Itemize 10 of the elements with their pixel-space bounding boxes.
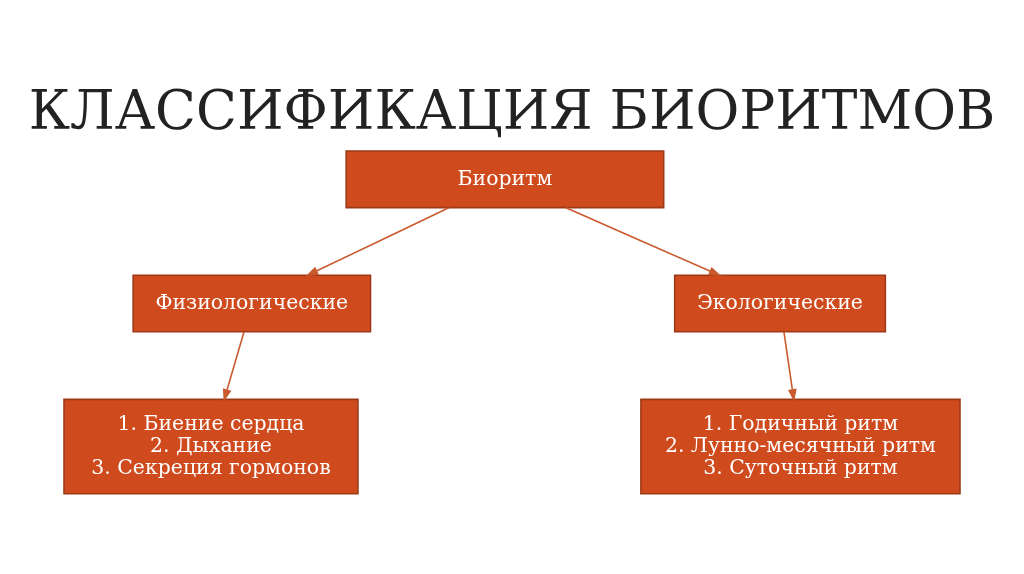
arrow [783, 331, 797, 402]
diagram-title: КЛАССИФИКАЦИЯ БИОРИТМОВ [28, 79, 996, 143]
arrow [222, 331, 245, 402]
node-box: Биоритм [345, 150, 665, 209]
arrow [305, 206, 450, 277]
node-box: 1. Биение сердца 2. Дыхание 3. Секреция гормонов [63, 398, 359, 495]
node-box: Экологические [673, 274, 887, 333]
node-box: 1. Годичный ритм 2. Лунно-месячный ритм 3. Суточный ритм [640, 398, 961, 495]
node-box: Физиологические [132, 274, 372, 333]
arrow [565, 206, 722, 277]
